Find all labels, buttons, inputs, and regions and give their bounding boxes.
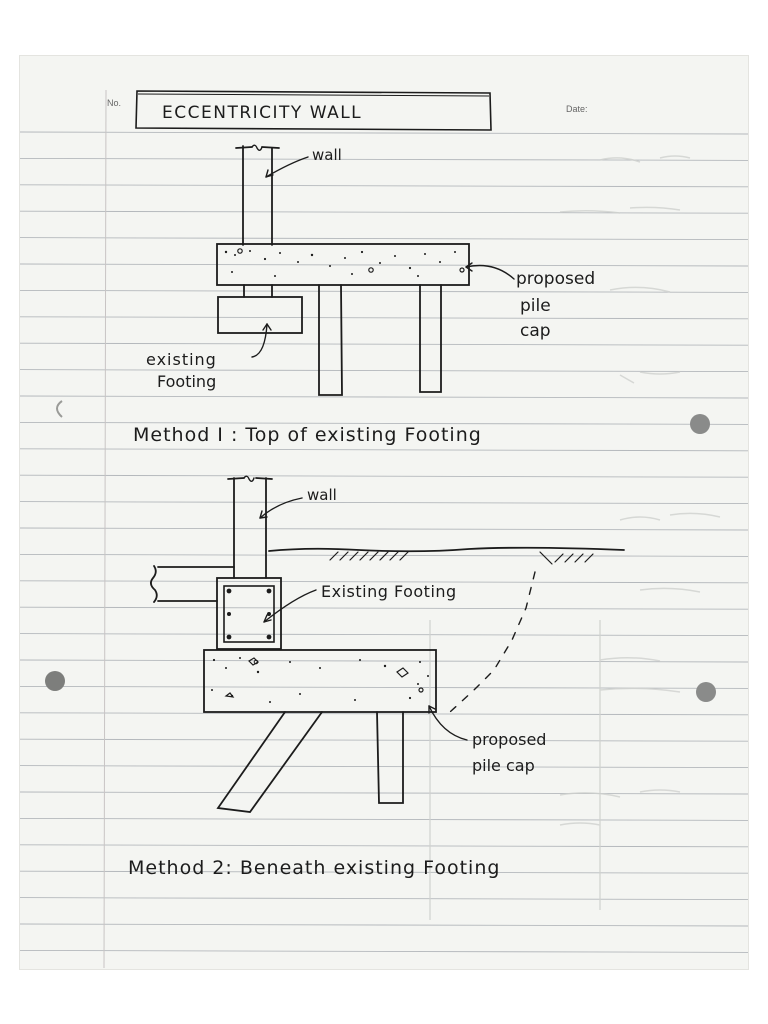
method2-dashed-projection [449, 571, 536, 713]
method2-piles [216, 711, 404, 813]
no-label: No. [107, 98, 121, 108]
method1-footing-label-1: existing [146, 350, 217, 369]
ruled-line [19, 237, 749, 241]
title-box: ECCENTRICITY WALL [135, 90, 492, 131]
method1-footing-label-2: Footing [157, 372, 216, 391]
ruled-line [19, 369, 749, 373]
ruled-line [19, 580, 749, 584]
ruled-line [19, 263, 749, 267]
method2-wall-label: wall [307, 486, 337, 504]
ruled-line [19, 712, 749, 716]
method1-pile-cap-label-1: proposed [516, 269, 595, 289]
page-title: ECCENTRICITY WALL [162, 103, 362, 123]
ruled-lines [19, 89, 749, 969]
ruled-line [19, 606, 749, 610]
method1-wall [235, 144, 280, 246]
method1-pile-cap-label-3: cap [520, 321, 551, 341]
ruled-line [19, 527, 749, 531]
ruled-line [19, 448, 749, 452]
ruled-line [19, 870, 749, 874]
ruled-line [19, 157, 749, 161]
ruled-line [19, 633, 749, 637]
ruled-line [19, 949, 749, 953]
method2-existing-footing-label: Existing Footing [321, 582, 457, 601]
method2-caption: Method 2: Beneath existing Footing [128, 857, 500, 879]
ruled-line [19, 421, 749, 425]
ruled-line [19, 791, 749, 795]
punch-hole-icon [45, 400, 716, 702]
ruled-line [19, 659, 749, 663]
ruled-line [19, 289, 749, 293]
method2-pile-cap [203, 649, 437, 713]
method2-ground-line [268, 546, 625, 565]
margin-line [103, 89, 107, 969]
ruled-line [19, 923, 749, 927]
notebook-page [19, 55, 749, 970]
date-label: Date: [566, 104, 588, 114]
method2-pile-cap-label-1: proposed [472, 730, 546, 749]
method1-wall-label: wall [312, 146, 342, 164]
ruled-line [19, 184, 749, 188]
ruled-line [19, 765, 749, 769]
ruled-line [19, 501, 749, 505]
ruled-line [19, 131, 749, 135]
ruled-line [19, 342, 749, 346]
method2-wall [227, 475, 273, 579]
ruled-line [19, 395, 749, 399]
ruled-line [19, 817, 749, 821]
method1-diagram [216, 144, 515, 396]
method2-diagram [150, 475, 625, 813]
method2-adjacent-slab [150, 565, 235, 603]
ruled-line [19, 474, 749, 478]
ruled-line [19, 844, 749, 848]
bleed-through-marks [429, 155, 721, 920]
ruled-line [19, 210, 749, 214]
method1-leaders [251, 156, 515, 358]
method2-existing-footing [216, 577, 282, 650]
method2-pile-cap-label-2: pile cap [472, 756, 535, 775]
method1-existing-footing [217, 296, 303, 334]
ruled-line [19, 897, 749, 901]
ruled-line [19, 316, 749, 320]
method1-piles [243, 284, 442, 396]
method2-leaders [259, 497, 468, 741]
method1-pile-cap-label-2: pile [520, 296, 551, 316]
ruled-line [19, 738, 749, 742]
method1-caption: Method I : Top of existing Footing [133, 424, 482, 446]
